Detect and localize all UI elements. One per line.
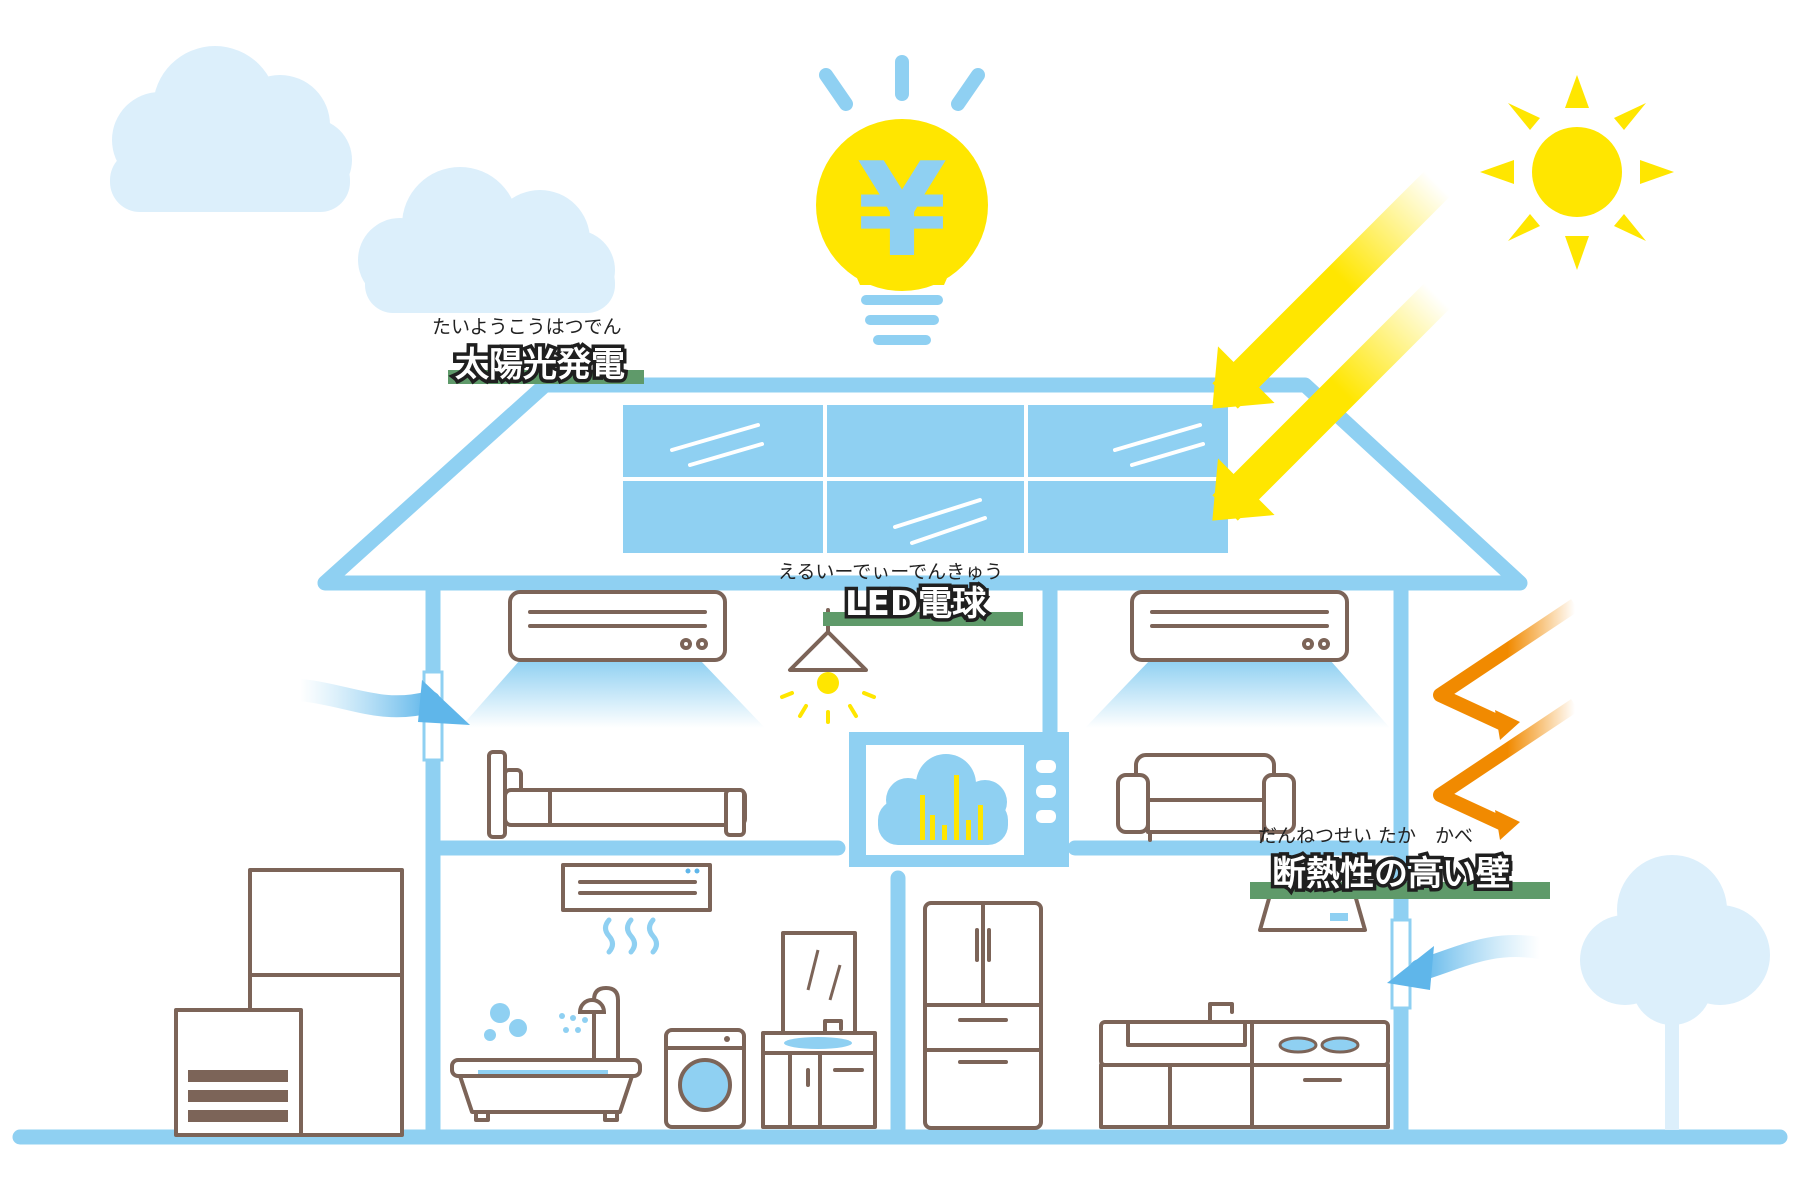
led-furigana: えるいーでぃーでんきゅう	[778, 561, 1003, 583]
wall-title: 断熱性の高い壁	[1272, 854, 1510, 894]
washing-machine-icon	[664, 1028, 746, 1129]
range-hood-icon	[1258, 893, 1367, 932]
solar-label: たいようこうはつでん 太陽光発電	[432, 316, 644, 389]
refrigerator-icon	[923, 901, 1043, 1130]
sun-icon	[1480, 75, 1674, 270]
pendant-lamp-icon	[780, 608, 876, 724]
airflow-arrow-left	[289, 679, 470, 725]
bath-dryer-icon	[561, 863, 712, 955]
tv-chart-icon	[849, 732, 1069, 867]
air-conditioner-icon	[460, 590, 765, 728]
bathtub-icon	[450, 986, 642, 1122]
washbasin-icon	[761, 931, 877, 1129]
heat-reflection-arrows	[1433, 599, 1579, 840]
solar-furigana: たいようこうはつでん	[432, 316, 622, 338]
bed-icon	[487, 750, 747, 839]
cloud-icon	[110, 46, 352, 212]
led-title: LED電球	[845, 584, 987, 624]
kitchen-icon	[1099, 1002, 1390, 1129]
lightbulb-yen-icon: ¥	[816, 55, 988, 345]
sofa-icon	[1116, 753, 1296, 842]
wall-furigana: だんねつせい たか かべ	[1258, 825, 1473, 847]
wall-label: だんねつせい たか かべ 断熱性の高い壁	[1250, 825, 1550, 899]
sunlight-arrows	[1212, 171, 1450, 521]
airflow-arrow-right	[1387, 935, 1551, 990]
tree-icon	[1580, 855, 1770, 1130]
solar-title: 太陽光発電	[455, 345, 625, 385]
yen-symbol: ¥	[857, 134, 947, 286]
storage-battery-icon	[174, 868, 404, 1137]
led-label: えるいーでぃーでんきゅう LED電球	[778, 561, 1023, 628]
solar-panel-icon	[623, 405, 1228, 553]
air-conditioner-icon	[1085, 590, 1390, 728]
cloud-icon	[358, 167, 615, 313]
house-roof	[317, 377, 1528, 591]
